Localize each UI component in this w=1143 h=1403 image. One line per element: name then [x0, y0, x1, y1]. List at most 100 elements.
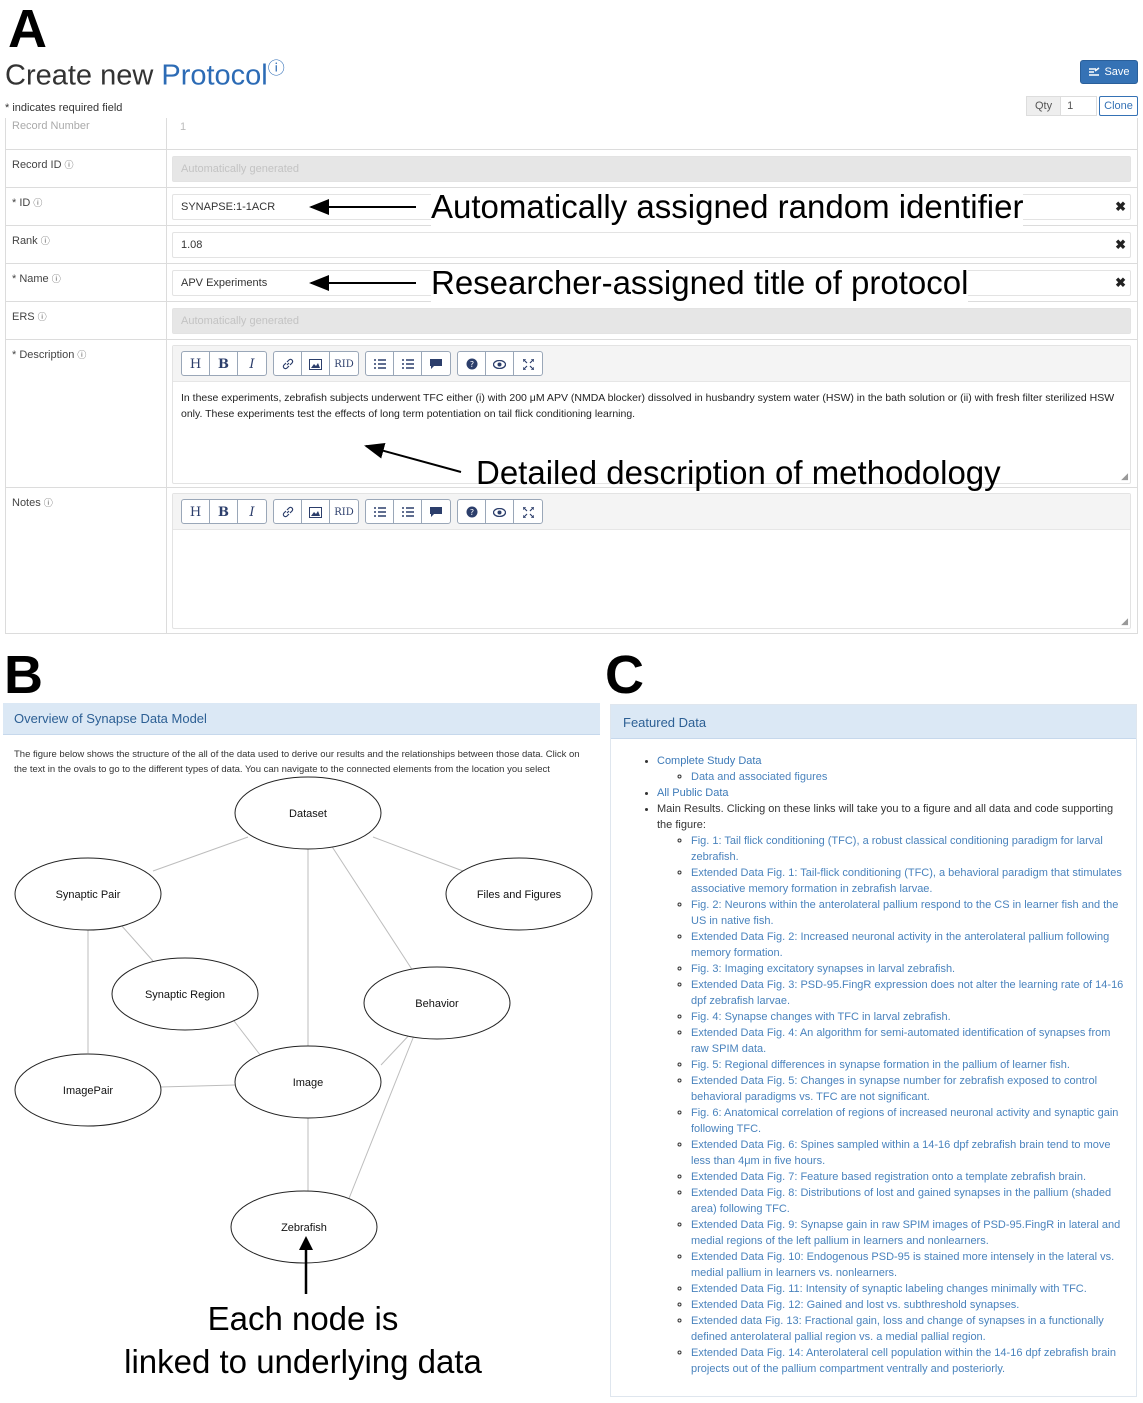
- notes-text[interactable]: [173, 530, 1130, 546]
- info-icon[interactable]: ⓘ: [64, 160, 74, 170]
- info-icon[interactable]: ⓘ: [267, 59, 285, 78]
- list-item: Extended Data Fig. 8: Distributions of l…: [691, 1185, 1131, 1217]
- comment-icon[interactable]: [422, 500, 450, 523]
- description-text[interactable]: In these experiments, zebrafish subjects…: [181, 392, 1115, 420]
- italic-button[interactable]: I: [249, 504, 255, 520]
- list-item: Extended Data Fig. 4: An algorithm for s…: [691, 1025, 1131, 1057]
- node-image[interactable]: Image: [234, 1045, 382, 1119]
- info-icon[interactable]: ⓘ: [37, 312, 47, 322]
- fig-link[interactable]: Fig. 5: Regional differences in synapse …: [691, 1059, 1070, 1071]
- clone-button[interactable]: Clone: [1099, 96, 1138, 116]
- preview-eye-icon[interactable]: [486, 500, 514, 523]
- qty-input[interactable]: 1: [1061, 96, 1098, 116]
- data-model-graph: Dataset Synaptic Pair Files and Figures …: [14, 776, 593, 1264]
- list-item: Extended Data Fig. 3: PSD-95.FingR expre…: [691, 977, 1131, 1009]
- rid-button[interactable]: RID: [334, 506, 354, 518]
- fig-link[interactable]: Extended Data Fig. 4: An algorithm for s…: [691, 1027, 1111, 1055]
- info-icon[interactable]: ⓘ: [40, 236, 50, 246]
- fig-link[interactable]: Extended Data Fig. 1: Tail-flick conditi…: [691, 867, 1122, 895]
- list-item: Extended Data Fig. 2: Increased neuronal…: [691, 929, 1131, 961]
- quantity-group: Qty 1 Clone: [1026, 96, 1138, 116]
- link-icon[interactable]: [274, 500, 302, 523]
- panel-label-c: C: [605, 645, 644, 705]
- fig-link[interactable]: Fig. 3: Imaging excitatory synapses in l…: [691, 963, 956, 975]
- fullscreen-icon[interactable]: [514, 500, 542, 523]
- list-item: Fig. 6: Anatomical correlation of region…: [691, 1105, 1131, 1137]
- node-synaptic-pair[interactable]: Synaptic Pair: [14, 857, 162, 931]
- fig-link[interactable]: Extended Data Fig. 2: Increased neuronal…: [691, 931, 1110, 959]
- numbered-list-icon[interactable]: [394, 500, 422, 523]
- panel-label-a: A: [8, 0, 47, 59]
- info-icon[interactable]: ⓘ: [77, 350, 87, 360]
- image-icon[interactable]: [302, 352, 330, 375]
- public-data-link[interactable]: All Public Data: [657, 787, 729, 799]
- fig-link[interactable]: Extended Data Fig. 11: Intensity of syna…: [691, 1283, 1087, 1295]
- info-icon[interactable]: ⓘ: [43, 498, 53, 508]
- node-synaptic-region[interactable]: Synaptic Region: [111, 957, 259, 1031]
- help-icon[interactable]: ?: [458, 352, 486, 375]
- record-id-field: Automatically generated: [172, 156, 1131, 182]
- fullscreen-icon[interactable]: [514, 352, 542, 375]
- callout-name: Researcher-assigned title of protocol: [431, 264, 969, 302]
- node-dataset[interactable]: Dataset: [234, 776, 382, 850]
- clear-icon[interactable]: ✖: [1115, 199, 1126, 214]
- clear-icon[interactable]: ✖: [1115, 237, 1126, 252]
- svg-text:?: ?: [469, 360, 473, 369]
- help-icon[interactable]: ?: [458, 500, 486, 523]
- rank-field[interactable]: 1.08✖: [172, 232, 1131, 258]
- fig-link[interactable]: Fig. 1: Tail flick conditioning (TFC), a…: [691, 835, 1103, 863]
- info-icon[interactable]: ⓘ: [33, 198, 43, 208]
- info-icon[interactable]: ⓘ: [51, 274, 61, 284]
- heading-button[interactable]: H: [182, 500, 210, 523]
- save-button[interactable]: Save: [1080, 60, 1138, 84]
- data-figures-link[interactable]: Data and associated figures: [691, 771, 828, 783]
- featured-data-title: Featured Data: [611, 705, 1136, 739]
- bold-button[interactable]: B: [210, 352, 238, 375]
- clear-icon[interactable]: ✖: [1115, 275, 1126, 290]
- description-editor[interactable]: H B I RID ?: [172, 345, 1131, 484]
- fig-link[interactable]: Fig. 4: Synapse changes with TFC in larv…: [691, 1011, 951, 1023]
- list-item: Extended Data Fig. 9: Synapse gain in ra…: [691, 1217, 1131, 1249]
- heading-button[interactable]: H: [182, 352, 210, 375]
- node-files-figures[interactable]: Files and Figures: [445, 857, 593, 931]
- editor-toolbar: H B I RID ?: [173, 494, 1130, 530]
- fig-link[interactable]: Fig. 2: Neurons within the anterolateral…: [691, 899, 1119, 927]
- bulleted-list-icon[interactable]: [366, 500, 394, 523]
- fig-link[interactable]: Extended Data Fig. 6: Spines sampled wit…: [691, 1139, 1111, 1167]
- fig-link[interactable]: Extended Data Fig. 3: PSD-95.FingR expre…: [691, 979, 1124, 1007]
- image-icon[interactable]: [302, 500, 330, 523]
- bold-button[interactable]: B: [210, 500, 238, 523]
- fig-link[interactable]: Fig. 6: Anatomical correlation of region…: [691, 1107, 1119, 1135]
- notes-editor[interactable]: H B I RID ?: [172, 493, 1131, 629]
- fig-link[interactable]: Extended Data Fig. 10: Endogenous PSD-95…: [691, 1251, 1115, 1279]
- node-image-pair[interactable]: ImagePair: [14, 1053, 162, 1127]
- editor-toolbar: H B I RID ?: [173, 346, 1130, 382]
- fig-link[interactable]: Extended data Fig. 13: Fractional gain, …: [691, 1315, 1104, 1343]
- fig-link[interactable]: Extended Data Fig. 9: Synapse gain in ra…: [691, 1219, 1121, 1247]
- rid-button[interactable]: RID: [334, 358, 354, 370]
- fig-link[interactable]: Extended Data Fig. 12: Gained and lost v…: [691, 1299, 1020, 1311]
- complete-study-link[interactable]: Complete Study Data: [657, 755, 762, 767]
- preview-eye-icon[interactable]: [486, 352, 514, 375]
- bulleted-list-icon[interactable]: [366, 352, 394, 375]
- data-model-title: Overview of Synapse Data Model: [3, 703, 600, 735]
- numbered-list-icon[interactable]: [394, 352, 422, 375]
- comment-icon[interactable]: [422, 352, 450, 375]
- fig-link[interactable]: Extended Data Fig. 14: Anterolateral cel…: [691, 1347, 1116, 1375]
- italic-button[interactable]: I: [249, 356, 255, 372]
- node-zebrafish[interactable]: Zebrafish: [230, 1190, 378, 1264]
- svg-text:Files and Figures: Files and Figures: [477, 889, 562, 901]
- callout-id: Automatically assigned random identifier: [431, 188, 1024, 226]
- resize-handle-icon[interactable]: ◢: [1121, 616, 1128, 626]
- link-icon[interactable]: [274, 352, 302, 375]
- resize-handle-icon[interactable]: ◢: [1121, 471, 1128, 481]
- fig-link[interactable]: Extended Data Fig. 5: Changes in synapse…: [691, 1075, 1098, 1103]
- node-behavior[interactable]: Behavior: [363, 966, 511, 1040]
- page-title-prefix: Create new: [5, 59, 162, 92]
- fig-link[interactable]: Extended Data Fig. 7: Feature based regi…: [691, 1171, 1087, 1183]
- list-item: Extended Data Fig. 7: Feature based regi…: [691, 1169, 1131, 1185]
- fig-link[interactable]: Extended Data Fig. 8: Distributions of l…: [691, 1187, 1112, 1215]
